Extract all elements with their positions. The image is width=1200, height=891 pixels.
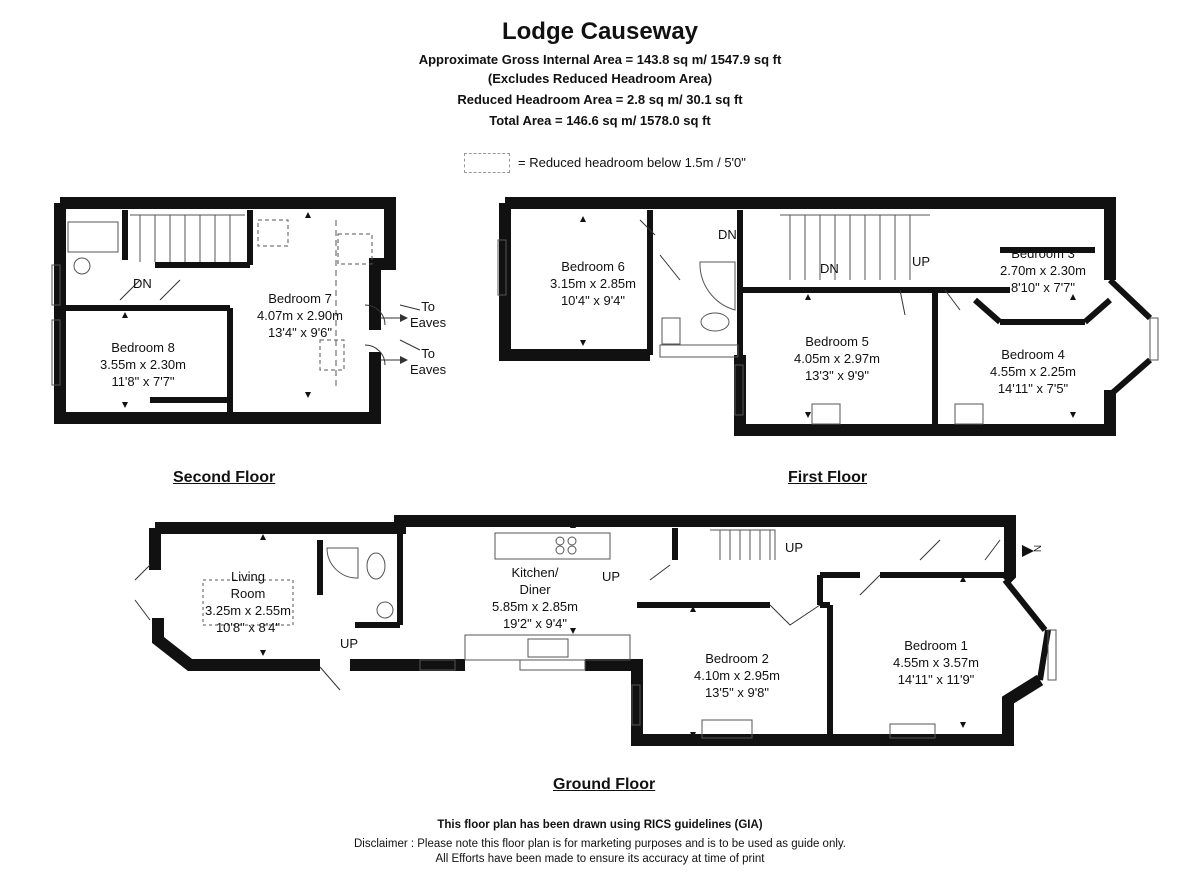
kitchen-diner-label: Kitchen/ Diner 5.85m x 2.85m 19'2" x 9'4… — [492, 565, 578, 631]
stairs-up-label-3: UP — [340, 636, 359, 651]
bedroom-1-label: Bedroom 1 4.55m x 3.57m 14'11" x 11'9" — [893, 638, 979, 687]
stairs-down-label: DN — [133, 276, 152, 291]
plan-title: Lodge Causeway — [501, 18, 699, 45]
disclaimer: Disclaimer : Please note this floor plan… — [354, 838, 846, 850]
ground-floor-title: Ground Floor — [553, 776, 656, 793]
gross-area: Approximate Gross Internal Area = 143.8 … — [418, 52, 782, 67]
excludes-note: (Excludes Reduced Headroom Area) — [487, 71, 713, 86]
stairs-up-label-1: UP — [785, 540, 804, 555]
second-floor-title: Second Floor — [173, 469, 276, 486]
total-area: Total Area = 146.6 sq m/ 1578.0 sq ft — [489, 113, 711, 128]
bedroom-5-label: Bedroom 5 4.05m x 2.97m 13'3" x 9'9" — [794, 334, 880, 383]
accuracy-note: All Efforts have been made to ensure its… — [435, 853, 765, 865]
stairs-down-label-2: DN — [820, 261, 839, 276]
bedroom-2-label: Bedroom 2 4.10m x 2.95m 13'5" x 9'8" — [694, 651, 780, 700]
rics-note: This floor plan has been drawn using RIC… — [437, 819, 763, 831]
north-label: N — [1033, 544, 1045, 553]
stairs-up-label-2: UP — [602, 569, 621, 584]
ground-floor-walls — [149, 515, 1044, 746]
stairs-up-label: UP — [912, 254, 931, 269]
bedroom-7-label: Bedroom 7 4.07m x 2.90m 13'4" x 9'6" — [257, 291, 343, 340]
first-floor-walls — [499, 197, 1116, 436]
bedroom-4-label: Bedroom 4 4.55m x 2.25m 14'11" x 7'5" — [990, 347, 1076, 396]
living-room-label: Living Room 3.25m x 2.55m 10'8" x 8'4" — [205, 569, 291, 635]
legend-text: = Reduced headroom below 1.5m / 5'0" — [518, 155, 746, 170]
bedroom-3-label: Bedroom 3 2.70m x 2.30m 8'10" x 7'7" — [1000, 246, 1086, 295]
bedroom-6-label: Bedroom 6 3.15m x 2.85m 10'4" x 9'4" — [550, 259, 636, 308]
reduced-area: Reduced Headroom Area = 2.8 sq m/ 30.1 s… — [457, 92, 743, 107]
first-floor-title: First Floor — [788, 469, 868, 486]
legend-swatch — [464, 153, 510, 173]
stairs-down-label-1: DN — [718, 227, 737, 242]
bedroom-8-label: Bedroom 8 3.55m x 2.30m 11'8" x 7'7" — [100, 340, 186, 389]
